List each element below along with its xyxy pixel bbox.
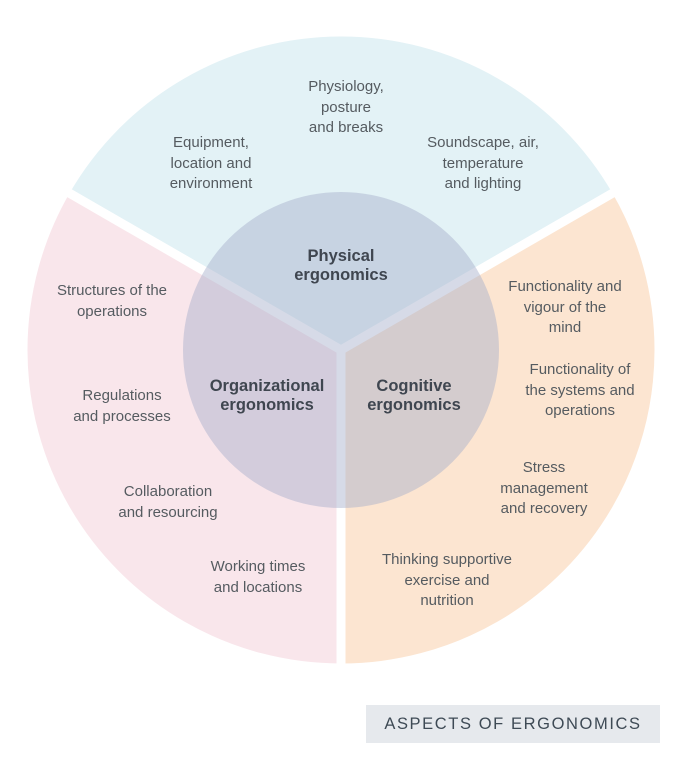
cognitive-sector — [336, 186, 664, 673]
core-circle — [183, 192, 499, 508]
diagram-title-box: ASPECTS OF ERGONOMICS — [366, 705, 660, 743]
diagram-title: ASPECTS OF ERGONOMICS — [384, 714, 642, 733]
physical-sector — [61, 27, 621, 355]
organizational-sector — [18, 186, 346, 673]
